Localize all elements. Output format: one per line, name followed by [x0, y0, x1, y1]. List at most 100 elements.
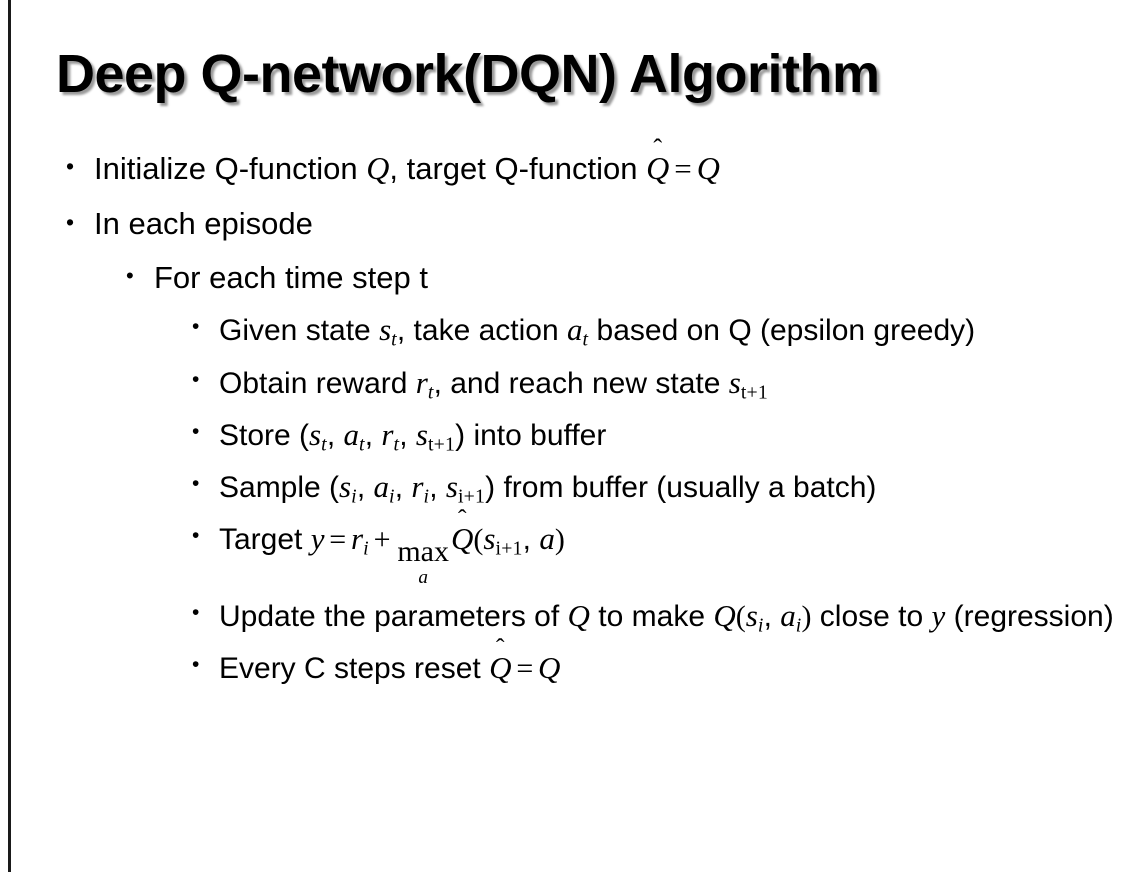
update-paren-close: ): [801, 600, 812, 634]
initialize-mid: , target Q-function: [389, 151, 647, 186]
sample-var-a: a: [373, 469, 390, 505]
store-sub-s: t: [321, 433, 327, 456]
target-sub-r: i: [363, 537, 369, 560]
update-sub-s: i: [757, 614, 764, 637]
bullet-given-state-text: Given state st, take action at based on …: [219, 310, 1119, 353]
bullet-sample-text: Sample (si, ai, ri, si+1) from buffer (u…: [219, 467, 1119, 510]
bullet-initialize: • Initialize Q-function Q, target Q-func…: [0, 148, 1124, 190]
given-state-pre: Given state: [219, 314, 380, 348]
given-state-sub-s: t: [391, 328, 397, 351]
obtain-reward-mid: , and reach new state: [433, 366, 729, 400]
bullet-sample: • Sample (si, ai, ri, si+1) from buffer …: [0, 467, 1124, 510]
reset-pre: Every C steps reset: [219, 652, 490, 686]
bullet-glyph: •: [126, 262, 134, 288]
obtain-reward-sub-r: t: [427, 381, 434, 404]
obtain-reward-sub-s: t+1: [740, 381, 768, 404]
initialize-pre: Initialize Q-function: [94, 151, 367, 186]
sample-var-s: s: [339, 469, 352, 505]
obtain-reward-var-r: r: [415, 364, 428, 400]
obtain-reward-var-s: s: [728, 364, 741, 400]
target-var-s: s: [483, 521, 496, 557]
target-var-r: r: [351, 521, 364, 557]
bullet-timestep: • For each time step t: [0, 258, 1124, 298]
target-var-y: y: [310, 521, 325, 557]
bullet-timestep-text: For each time step t: [154, 259, 428, 295]
update-var-q2: Q: [713, 598, 736, 634]
reset-equals: =: [516, 652, 534, 686]
sample-sep2: ,: [394, 471, 412, 505]
target-var-qhat: Q: [450, 521, 474, 557]
bullet-glyph: •: [66, 153, 75, 179]
update-tail: (regression): [945, 600, 1114, 634]
sample-var-r: r: [411, 469, 424, 505]
bullet-obtain-reward: • Obtain reward rt, and reach new state …: [0, 363, 1124, 406]
store-sub-r: t: [393, 433, 400, 456]
bullet-glyph: •: [192, 524, 200, 548]
bullet-obtain-reward-text: Obtain reward rt, and reach new state st…: [219, 363, 1119, 406]
bullet-glyph: •: [192, 653, 200, 677]
reset-qhat: Q̂: [489, 648, 511, 688]
bullet-reset-text: Every C steps reset Q̂=Q: [219, 648, 1119, 688]
given-state-var-a: a: [566, 312, 583, 348]
store-var-s2: s: [415, 416, 428, 452]
sample-post: ) from buffer (usually a batch): [485, 471, 877, 505]
update-var-a: a: [780, 598, 796, 634]
store-sep2: ,: [364, 418, 382, 452]
update-post: close to: [811, 600, 932, 634]
bullet-glyph: •: [192, 315, 200, 339]
store-sep3: ,: [399, 418, 416, 452]
update-paren-open: (: [735, 600, 746, 634]
bullet-store: • Store (st, at, rt, st+1) into buffer: [0, 415, 1124, 458]
target-qhat: Q̂: [451, 519, 473, 559]
store-post: ) into buffer: [455, 418, 607, 452]
target-paren-close: ): [554, 523, 565, 557]
bullet-glyph: •: [192, 601, 200, 625]
bullet-store-text: Store (st, at, rt, st+1) into buffer: [219, 415, 1119, 458]
update-var-s: s: [745, 598, 758, 634]
initialize-var-qhat: Q: [646, 150, 670, 186]
bullet-glyph: •: [192, 367, 200, 391]
update-mid: to make: [589, 600, 714, 634]
slide-body: • Initialize Q-function Q, target Q-func…: [0, 148, 1124, 698]
slide-left-rule: [8, 0, 11, 872]
target-sub-s: i+1: [495, 537, 523, 560]
page-title: Deep Q-network(DQN) Algorithm: [56, 44, 880, 104]
sample-sub-s2: i+1: [457, 485, 486, 508]
initialize-var-q: Q: [366, 150, 390, 186]
target-equals: =: [329, 523, 347, 557]
initialize-qhat: Q̂: [646, 148, 669, 190]
store-sep1: ,: [326, 418, 344, 452]
bullet-update-text: Update the parameters of Q to make Q(si,…: [219, 596, 1119, 639]
store-sub-a: t: [359, 433, 365, 456]
target-paren-open: (: [473, 523, 484, 557]
sample-sep3: ,: [429, 471, 446, 505]
bullet-glyph: •: [192, 419, 200, 443]
bullet-given-state: • Given state st, take action at based o…: [0, 310, 1124, 353]
target-var-a: a: [539, 521, 555, 557]
initialize-equals: =: [674, 151, 692, 186]
bullet-glyph: •: [192, 472, 200, 496]
sample-sub-r: i: [423, 485, 430, 508]
store-var-r: r: [381, 416, 394, 452]
update-var-y: y: [931, 598, 946, 634]
reset-var-q: Q: [538, 650, 561, 686]
bullet-episode: • In each episode: [0, 204, 1124, 244]
target-op-lim: a: [418, 566, 428, 588]
store-sub-s2: t+1: [427, 433, 456, 456]
store-pre: Store (: [219, 418, 310, 452]
sample-sub-a: i: [389, 485, 395, 508]
store-var-a: a: [343, 416, 360, 452]
bullet-reset: • Every C steps reset Q̂=Q: [0, 648, 1124, 688]
initialize-var-q2: Q: [696, 150, 720, 186]
reset-var-qhat: Q: [489, 650, 512, 686]
sample-pre: Sample (: [219, 471, 340, 505]
target-op-main: max: [397, 534, 449, 568]
given-state-sub-a: t: [582, 328, 589, 351]
store-var-s: s: [309, 416, 322, 452]
given-state-post: based on Q (epsilon greedy): [588, 314, 976, 348]
target-pre: Target: [219, 523, 311, 557]
